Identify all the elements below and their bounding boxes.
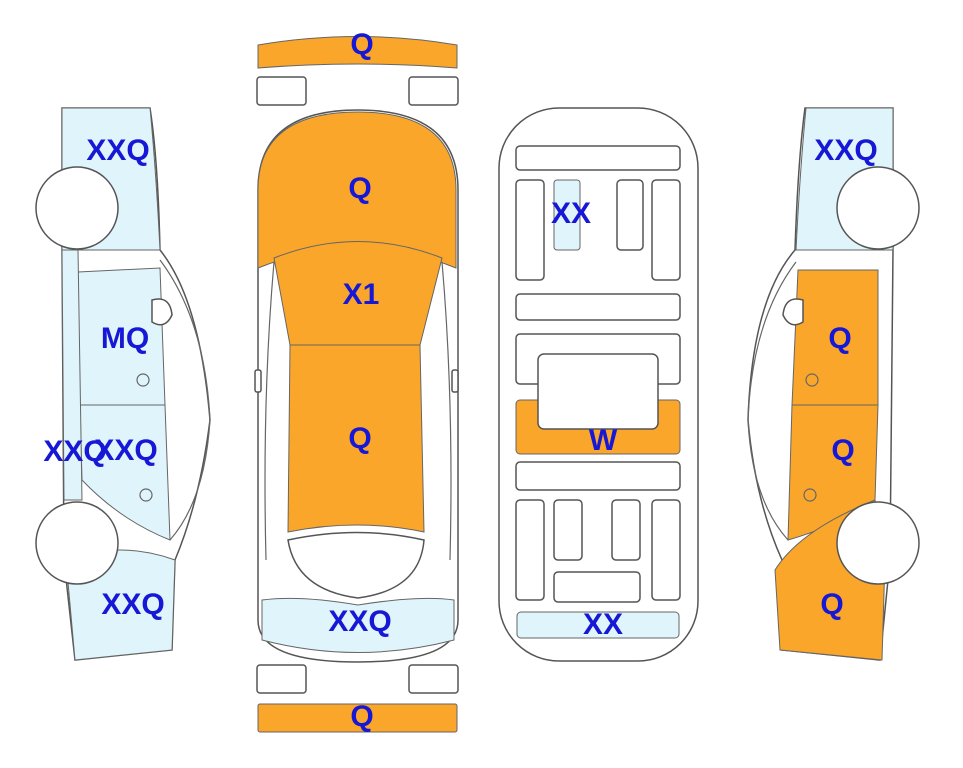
rear-bumper-code: Q [350,700,373,733]
left-rear-door-code: XXQ [94,434,157,467]
left-rear-quarter-code: XXQ [101,588,164,621]
trunk-panel[interactable] [261,597,455,653]
right-a-pillar [441,261,452,561]
left-a-pillar [264,261,275,561]
right-front-fender-code: XXQ [814,134,877,167]
right-side-view: XXQ Q Q Q [747,107,920,661]
left-rear-wheel [35,501,119,585]
front-bumper-panel[interactable] [257,36,458,69]
underbody-crossmember-code: W [589,424,618,457]
hood-code: Q [348,172,371,205]
left-side-view: XXQ MQ XXQ XXQ XXQ [35,107,211,661]
underbody-rear-panel-code: XX [583,608,623,641]
right-rear-wheel [836,501,920,585]
front-bumper-code: Q [350,28,373,61]
trunk-code: XXQ [328,605,391,638]
roof-panel[interactable] [287,344,425,533]
right-rear-door-code: Q [831,434,854,467]
underbody-rear-mid-right [611,499,641,561]
underbody-mid-rail-right [616,179,644,251]
underbody-right-rail [651,179,681,281]
left-front-wheel [35,166,119,250]
underbody-front-member-code: XX [551,197,591,230]
underbody-rear-cross [553,571,641,603]
right-window-line [747,261,797,541]
left-mirror [151,298,173,326]
underbody-cross-2 [515,461,681,491]
right-top-mirror [451,369,459,393]
right-front-door-handle [805,373,819,387]
underbody-rear-left-rail [515,499,545,601]
front-left-headlight [256,76,307,106]
rear-bumper-panel[interactable] [257,703,458,733]
windshield-panel[interactable] [273,241,443,346]
right-front-wheel [836,166,920,250]
underbody-center-plate [537,353,659,430]
underbody-cross-1 [515,293,681,321]
top-view: Q Q X1 Q XXQ Q [254,28,459,733]
left-rocker-code: XXQ [43,435,106,468]
left-window-line [159,259,211,541]
left-top-mirror [254,369,262,393]
left-rear-door-panel[interactable] [79,404,171,541]
right-rear-door-handle [803,488,817,502]
underbody-rear-right-rail [651,499,681,601]
rear-window [287,531,425,599]
rear-right-taillight [408,664,459,694]
right-mirror [782,298,804,326]
front-right-headlight [408,76,459,106]
left-rear-door-handle [139,488,153,502]
windshield-code: X1 [343,278,380,311]
right-rear-quarter-code: Q [820,588,843,621]
underbody-left-rail [515,179,545,281]
underbody-rear-mid-left [553,499,583,561]
underbody-rear-panel[interactable] [516,611,680,639]
left-front-door-code: MQ [101,322,149,355]
left-front-door-handle [136,373,150,387]
underbody-front-bar [515,145,681,171]
left-rocker-panel[interactable] [61,249,83,501]
underbody-view: XX W XX [498,107,699,662]
underbody-front-member-panel[interactable] [553,179,581,251]
rear-left-taillight [256,664,307,694]
roof-code: Q [348,422,371,455]
right-front-door-code: Q [828,322,851,355]
left-front-fender-code: XXQ [86,134,149,167]
